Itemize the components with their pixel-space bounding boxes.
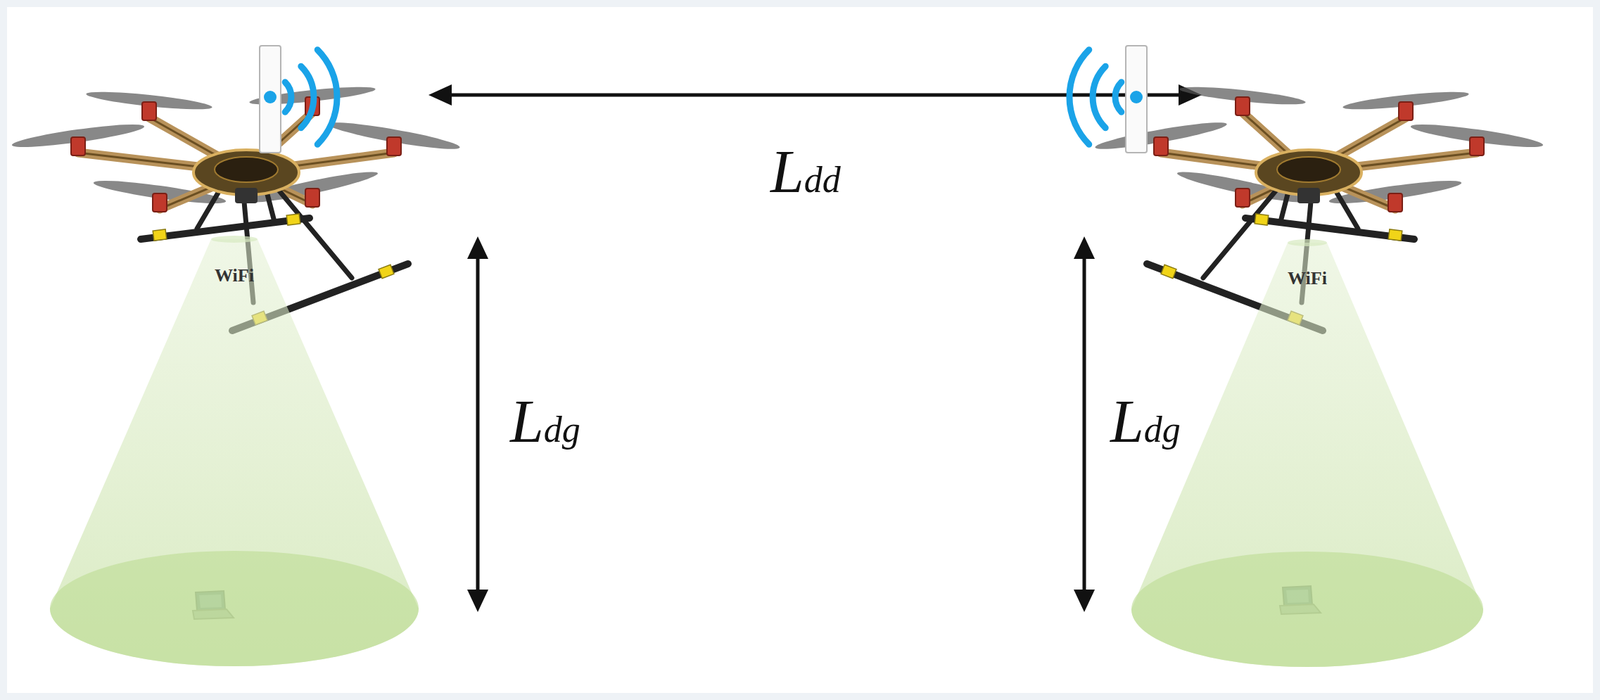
wifi-cone: WiFi: [45, 236, 423, 671]
distance-label: Ldg: [510, 384, 581, 460]
distance-label: Ldd: [770, 134, 841, 210]
cone-label: WiFi: [45, 264, 423, 287]
cone-label: WiFi: [1127, 267, 1488, 290]
antenna: [1069, 45, 1147, 153]
wifi-cone: WiFi: [1127, 239, 1488, 672]
distance-arrow: [428, 84, 1202, 106]
height-arrow: [467, 236, 489, 613]
distance-label: Ldg: [1110, 384, 1181, 460]
cone-shape: [1127, 239, 1488, 672]
label-holder: Ldg: [510, 384, 581, 460]
cone-shape: [45, 236, 423, 671]
height-arrow: [1073, 236, 1095, 613]
antenna: [259, 45, 338, 153]
label-holder: Ldg: [1110, 384, 1181, 460]
label-holder: Ldd: [770, 134, 841, 210]
